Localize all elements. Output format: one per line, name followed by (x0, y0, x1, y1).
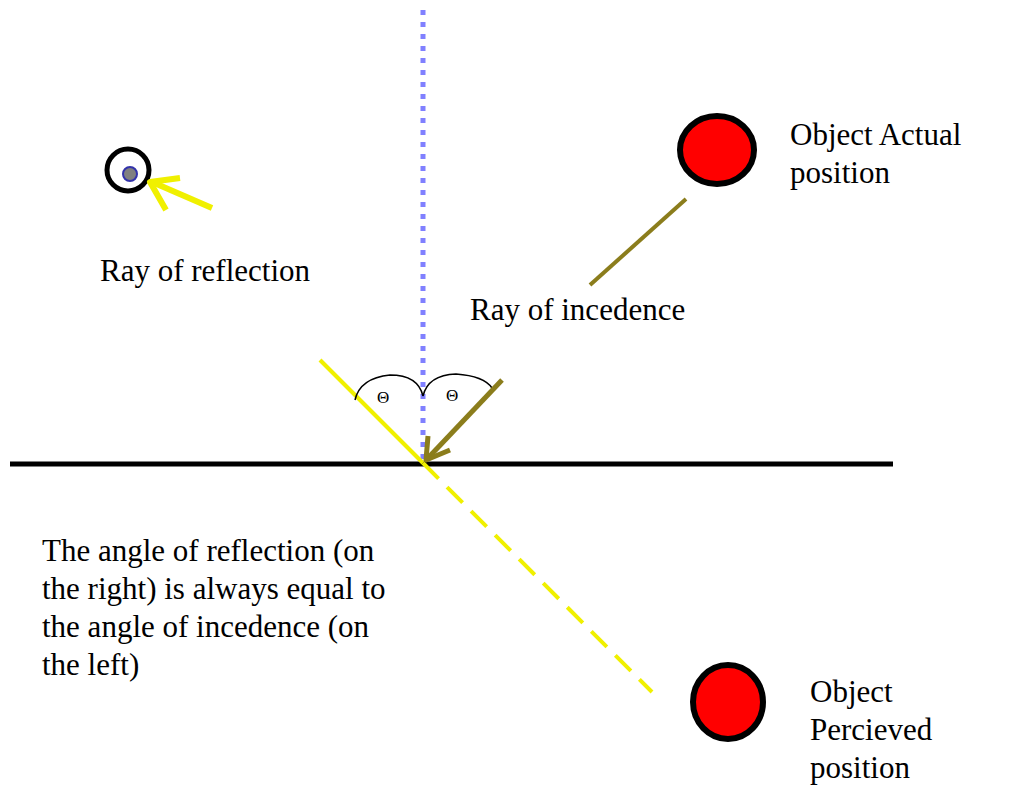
explanation-note: The angle of reflection (on the right) i… (42, 532, 407, 684)
angle-symbol: Θ (446, 387, 466, 405)
arrow-head (150, 178, 180, 210)
eye-symbol (107, 149, 149, 191)
incident-arrow (428, 380, 502, 458)
object-image (693, 665, 763, 739)
virtual-ray (423, 463, 652, 692)
ray-label: Ray of incedence (470, 291, 770, 329)
reflected-ray (320, 360, 423, 463)
ray-label: Ray of reflection (100, 252, 400, 290)
arrow-head (426, 436, 450, 460)
object-label: Object Percieved position (810, 673, 980, 787)
object-actual (680, 116, 754, 184)
object-label: Object Actual position (790, 116, 1005, 192)
mirror-surface (10, 462, 893, 467)
angle-symbol: Θ (377, 389, 397, 407)
eye-pupil (123, 167, 137, 181)
incident-ray (590, 199, 686, 285)
